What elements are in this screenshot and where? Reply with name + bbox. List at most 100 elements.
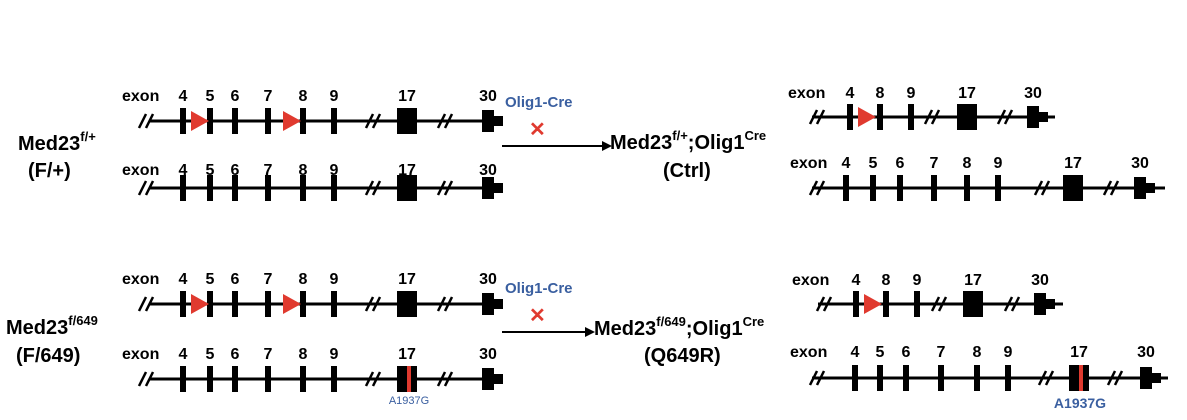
break-mark xyxy=(436,296,447,312)
exon-block-large xyxy=(397,175,417,201)
exon-block xyxy=(974,365,980,391)
break-mark xyxy=(815,180,826,196)
exon-word-label: exon xyxy=(790,344,827,361)
exon-block-large xyxy=(397,291,417,317)
exon-3prime-tail xyxy=(488,183,503,193)
exon-number: 8 xyxy=(963,155,972,172)
exon-number: 4 xyxy=(846,85,855,102)
control-parent-genotype: Med23f/+ xyxy=(18,129,96,155)
exon-number: 4 xyxy=(179,271,188,288)
exon-block xyxy=(300,366,306,392)
break-mark xyxy=(1102,180,1113,196)
exon-number: 17 xyxy=(398,346,416,363)
exon-number: 6 xyxy=(231,271,240,288)
exon-number: 9 xyxy=(330,162,339,179)
exon-number: 9 xyxy=(330,346,339,363)
mutation-label: A1937G xyxy=(389,395,429,407)
break-mark xyxy=(137,180,148,196)
exon-block xyxy=(843,175,849,201)
exon-number: 8 xyxy=(973,344,982,361)
exon-number: 30 xyxy=(479,271,497,288)
break-mark xyxy=(1044,370,1055,386)
exon-number: 5 xyxy=(869,155,878,172)
break-mark xyxy=(815,109,826,125)
exon-block-large xyxy=(397,108,417,134)
exon-block xyxy=(877,104,883,130)
exon-block xyxy=(265,366,271,392)
cre-driver-label: Olig1-Cre xyxy=(505,94,573,111)
break-mark xyxy=(930,109,941,125)
break-mark xyxy=(137,296,148,312)
arrowhead-icon xyxy=(602,141,612,151)
break-mark xyxy=(822,296,833,312)
mutant-parent-genotype: Med23f/649 xyxy=(6,313,98,339)
exon-block xyxy=(265,175,271,201)
exon-block xyxy=(265,291,271,317)
exon-number: 30 xyxy=(1031,272,1049,289)
break-mark xyxy=(808,370,819,386)
exon-3prime-tail xyxy=(1140,183,1155,193)
break-mark xyxy=(1109,180,1120,196)
exon-number: 8 xyxy=(299,346,308,363)
exon-block xyxy=(870,175,876,201)
break-mark xyxy=(1010,296,1021,312)
exon-number: 30 xyxy=(479,162,497,179)
exon-block xyxy=(897,175,903,201)
exon-block xyxy=(232,366,238,392)
break-mark xyxy=(371,371,382,387)
exon-block xyxy=(938,365,944,391)
break-mark xyxy=(144,113,155,129)
exon-number: 4 xyxy=(842,155,851,172)
exon-block xyxy=(300,175,306,201)
exon-number: 6 xyxy=(896,155,905,172)
break-mark xyxy=(371,180,382,196)
break-mark xyxy=(930,296,941,312)
mutation-label: A1937G xyxy=(1054,395,1106,411)
exon-number: 7 xyxy=(264,162,273,179)
exon-block xyxy=(908,104,914,130)
mutant-offspring-genotype: Med23f/649;Olig1Cre xyxy=(594,314,764,340)
exon-number: 5 xyxy=(206,88,215,105)
control-offspring-code: (Ctrl) xyxy=(663,160,711,182)
exon-word-label: exon xyxy=(122,88,159,105)
exon-number: 17 xyxy=(1070,344,1088,361)
loxp-site-icon xyxy=(191,111,209,131)
break-mark xyxy=(443,371,454,387)
break-mark xyxy=(937,296,948,312)
exon-number: 6 xyxy=(902,344,911,361)
break-mark xyxy=(137,371,148,387)
break-mark xyxy=(1033,180,1044,196)
break-mark xyxy=(815,370,826,386)
exon-number: 9 xyxy=(994,155,1003,172)
exon-block-large xyxy=(957,104,977,130)
exon-number: 7 xyxy=(930,155,939,172)
exon-number: 7 xyxy=(937,344,946,361)
loxp-site-icon xyxy=(864,294,882,314)
exon-number: 17 xyxy=(398,162,416,179)
exon-number: 8 xyxy=(882,272,891,289)
exon-block xyxy=(207,291,213,317)
break-mark xyxy=(808,180,819,196)
exon-block xyxy=(232,175,238,201)
exon-block-large xyxy=(1063,175,1083,201)
break-mark xyxy=(371,113,382,129)
exon-word-label: exon xyxy=(122,162,159,179)
exon-block xyxy=(232,108,238,134)
exon-block xyxy=(232,291,238,317)
exon-number: 9 xyxy=(913,272,922,289)
exon-block xyxy=(180,366,186,392)
break-mark xyxy=(436,371,447,387)
exon-block xyxy=(180,291,186,317)
exon-number: 4 xyxy=(851,344,860,361)
exon-number: 30 xyxy=(479,88,497,105)
exon-number: 9 xyxy=(1004,344,1013,361)
exon-number: 17 xyxy=(398,271,416,288)
exon-number: 7 xyxy=(264,271,273,288)
exon-number: 9 xyxy=(330,271,339,288)
exon-block xyxy=(995,175,1001,201)
